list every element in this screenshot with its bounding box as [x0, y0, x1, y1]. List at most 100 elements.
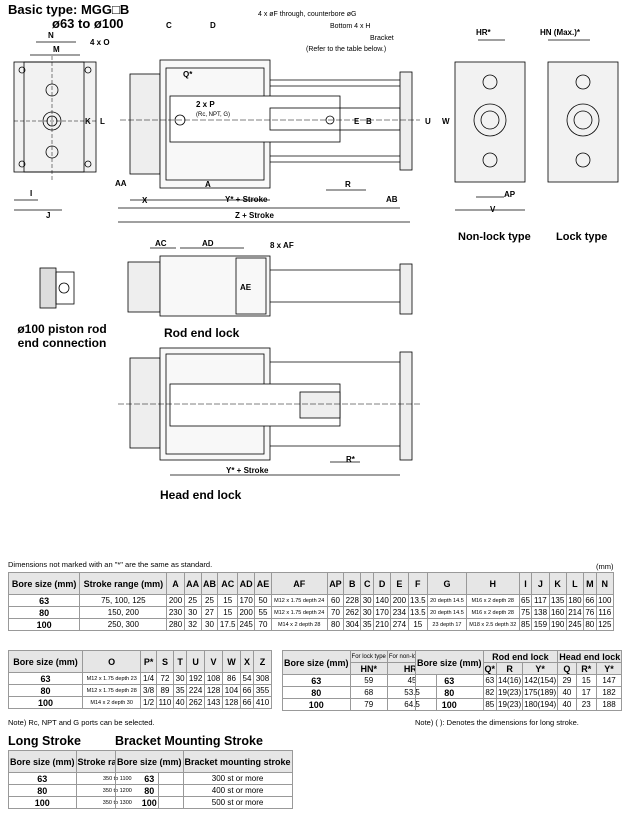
header-col: A	[166, 572, 185, 595]
table-header-row: Bore size (mm) Bracket mounting stroke	[115, 750, 293, 773]
header-col: Q*	[482, 662, 498, 675]
header-col: K	[548, 572, 567, 595]
header-col: U	[186, 650, 206, 673]
svg-text:Q*: Q*	[183, 70, 193, 79]
svg-text:R*: R*	[346, 455, 356, 464]
table-cell: 160	[548, 606, 567, 619]
table-cell: 40	[173, 696, 188, 709]
table-cell: 135	[548, 594, 567, 607]
table-cell: 170	[237, 594, 256, 607]
table-cell: 63	[482, 674, 498, 687]
header-col: X	[239, 650, 255, 673]
svg-text:4 x øF through, counterbore øG: 4 x øF through, counterbore øG	[258, 11, 356, 18]
table-cell: 89	[155, 684, 175, 697]
table-cell: 138	[531, 606, 550, 619]
svg-text:U: U	[425, 117, 431, 126]
table-cell: 76	[583, 606, 597, 619]
table-cell: 150, 200	[79, 606, 168, 619]
bracket-stroke-table: Bore size (mm) Bracket mounting stroke 6…	[115, 750, 293, 809]
table-cell: 159	[531, 618, 550, 631]
table-cell: 15	[217, 594, 239, 607]
table-cell: 224	[186, 684, 206, 697]
table-cell: 280	[166, 618, 185, 631]
table-cell: 17	[575, 686, 597, 699]
table-cell: 188	[595, 698, 622, 711]
header-col: HN*	[349, 662, 388, 675]
header-col: AA	[183, 572, 202, 595]
svg-text:Y* + Stroke: Y* + Stroke	[226, 466, 269, 475]
table-cell: 125	[595, 618, 615, 631]
header-bore-size: Bore size (mm)	[115, 750, 184, 773]
header-col: P*	[140, 650, 157, 673]
svg-text:X: X	[142, 196, 148, 205]
bore-size-cell: 100	[7, 618, 81, 631]
table-cell: 85	[518, 618, 533, 631]
bore-size-cell: 100	[8, 796, 77, 809]
caption-piston-rod: ø100 piston rod end connection	[17, 322, 107, 350]
caption-rod-end-lock: Rod end lock	[164, 326, 240, 340]
table-cell: 14(16)	[496, 674, 524, 687]
table-cell: 110	[155, 696, 175, 709]
table-cell: 70	[254, 618, 272, 631]
table-cell: 54	[239, 672, 255, 685]
table-cell: 304	[343, 618, 362, 631]
table-cell: 180(194)	[522, 698, 559, 711]
bracket-stroke-title: Bracket Mounting Stroke	[115, 734, 263, 748]
table-cell: 17.5	[217, 618, 239, 631]
table-header-row: Bore size (mm) Rod end lock Head end loc…	[415, 650, 622, 675]
svg-text:N: N	[48, 31, 54, 40]
table-cell: 55	[254, 606, 272, 619]
svg-text:K: K	[85, 117, 91, 126]
table4-note: Note) ( ): Denotes the dimensions for lo…	[415, 718, 579, 727]
table-cell: 82	[482, 686, 498, 699]
table-cell: 19(23)	[496, 686, 524, 699]
header-col: Q	[557, 662, 577, 675]
end-view-lock	[547, 39, 619, 183]
header-col: O	[82, 650, 142, 673]
table-cell: 59	[349, 674, 388, 687]
caption-non-lock: Non-lock type	[458, 231, 531, 243]
bore-size-cell: 63	[415, 674, 484, 687]
page-title: Basic type: MGG□B	[8, 2, 130, 17]
header-col: L	[565, 572, 585, 595]
table-cell: 128	[204, 684, 224, 697]
header-stroke-range: Stroke range (mm)	[79, 572, 168, 595]
table-cell: 79	[349, 698, 388, 711]
table-cell: M12 x 1.75 depth 24	[270, 594, 328, 607]
header-col: For lock type	[349, 650, 388, 663]
table-cell: 19(23)	[496, 698, 524, 711]
header-col: C	[360, 572, 374, 595]
svg-text:2 x P: 2 x P	[196, 100, 215, 109]
table-cell: 245	[565, 618, 585, 631]
table-cell: 1/2	[140, 696, 157, 709]
table-cell: 13.5	[407, 594, 429, 607]
header-group: Head end lock	[557, 650, 622, 663]
lock-end-table: Bore size (mm) Rod end lock Head end loc…	[415, 650, 622, 711]
header-col: AC	[217, 572, 239, 595]
table-cell: 29	[557, 674, 577, 687]
piston-rod-end	[39, 267, 75, 309]
svg-text:I: I	[30, 189, 32, 198]
header-col: T	[173, 650, 188, 673]
table-cell: 40	[557, 698, 577, 711]
header-col: D	[372, 572, 392, 595]
bore-size-cell: 80	[7, 684, 84, 697]
table-cell: 68	[349, 686, 388, 699]
table-cell: 80	[583, 618, 597, 631]
header-col: B	[343, 572, 362, 595]
svg-text:8 x AF: 8 x AF	[270, 241, 294, 250]
table-cell: 228	[343, 594, 362, 607]
table-cell: 20 depth 14.5	[427, 606, 467, 619]
table-cell: M12 x 1.75 depth 24	[270, 606, 328, 619]
header-col: H	[465, 572, 520, 595]
svg-text:L: L	[100, 117, 105, 126]
header-col: G	[427, 572, 467, 595]
table-cell: 108	[204, 672, 224, 685]
table-cell: 15	[407, 618, 429, 631]
